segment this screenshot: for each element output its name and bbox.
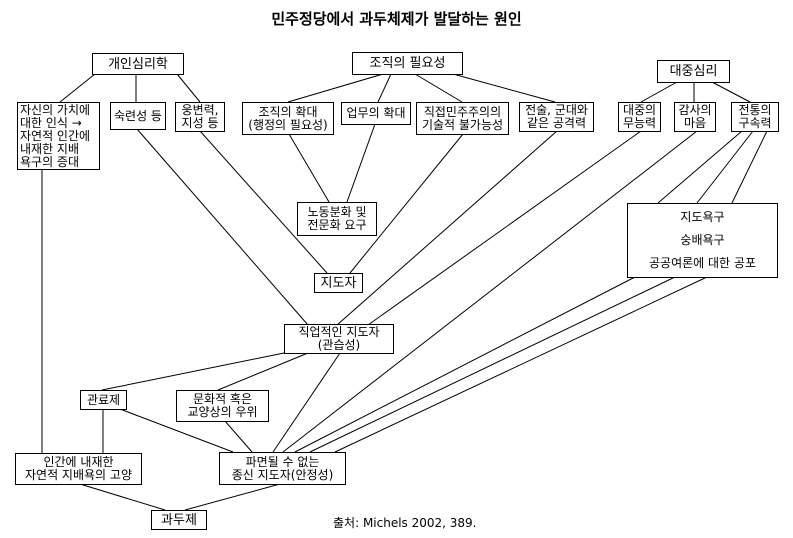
edge <box>640 81 678 103</box>
desire-fear-public-opinion: 공공여론에 대한 공포 <box>649 256 756 270</box>
node-division-of-labor: 노동분화 및 전문화 요구 <box>297 202 377 236</box>
node-professional-leader: 직업적인 지도자 (관습성) <box>284 324 394 354</box>
source-citation: 출처: Michels 2002, 389. <box>333 516 477 530</box>
node-org-expansion: 조직의 확대 (행정의 필요성) <box>242 102 334 135</box>
edge <box>136 128 309 326</box>
edge <box>199 130 328 274</box>
edge <box>176 73 201 103</box>
edge <box>377 73 392 103</box>
edge <box>367 130 642 326</box>
node-desires: 지도욕구 숭배욕구 공공여론에 대한 공포 <box>627 203 778 278</box>
edge <box>349 133 464 274</box>
node-irremovable-leader: 파면될 수 없는 종신 지도자(안정성) <box>219 452 346 485</box>
edge <box>657 130 743 204</box>
node-organization-need: 조직의 필요성 <box>352 52 463 75</box>
edge <box>696 130 754 204</box>
edge <box>294 276 636 453</box>
desire-worship: 숭배욕구 <box>680 233 725 247</box>
node-task-expansion: 업무의 확대 <box>341 102 411 125</box>
edge <box>309 276 676 453</box>
edge <box>731 130 768 204</box>
node-tactics: 전술, 군대와 같은 공격력 <box>519 102 594 132</box>
edge <box>224 420 253 453</box>
edge <box>336 130 558 326</box>
edge <box>79 483 166 511</box>
edge <box>334 276 708 453</box>
node-gratitude: 감사의 마음 <box>674 102 716 132</box>
node-self-value: 자신의 가치에 대한 인식 → 자연적 인간에 내재한 지배 욕구의 증대 <box>17 102 100 170</box>
node-individual-psychology: 개인심리학 <box>92 53 184 75</box>
desire-leadership: 지도욕구 <box>680 210 725 224</box>
edge <box>59 73 96 103</box>
edge <box>346 123 376 203</box>
edge <box>282 130 698 453</box>
edge <box>414 73 463 103</box>
edge <box>452 73 556 103</box>
node-direct-democracy: 직접민주주의의 기술적 불가능성 <box>416 102 509 135</box>
edge <box>272 352 341 453</box>
edge <box>101 352 285 391</box>
edge <box>711 81 751 103</box>
node-natural-domination: 인간에 내재한 자연적 지배욕의 고양 <box>15 453 142 485</box>
edge <box>119 408 234 453</box>
node-leader: 지도자 <box>314 273 363 293</box>
edge <box>288 133 330 203</box>
node-tradition: 전통의 구속력 <box>731 102 779 132</box>
node-mass-incompetence: 대중의 무능력 <box>618 102 661 132</box>
node-bureaucracy: 관료제 <box>80 390 127 410</box>
diagram-title: 민주정당에서 과두체제가 발달하는 원인 <box>271 10 522 28</box>
node-oligarchy: 과두제 <box>151 510 207 530</box>
node-eloquence: 웅변력, 지성 등 <box>175 102 225 132</box>
node-cultural-superiority: 문화적 혹은 교양상의 우위 <box>176 390 269 422</box>
node-mass-psychology: 대중심리 <box>657 60 730 83</box>
node-skill: 숙련성 등 <box>110 102 166 130</box>
edge <box>287 73 384 103</box>
edge <box>217 352 309 391</box>
edge <box>184 483 281 511</box>
